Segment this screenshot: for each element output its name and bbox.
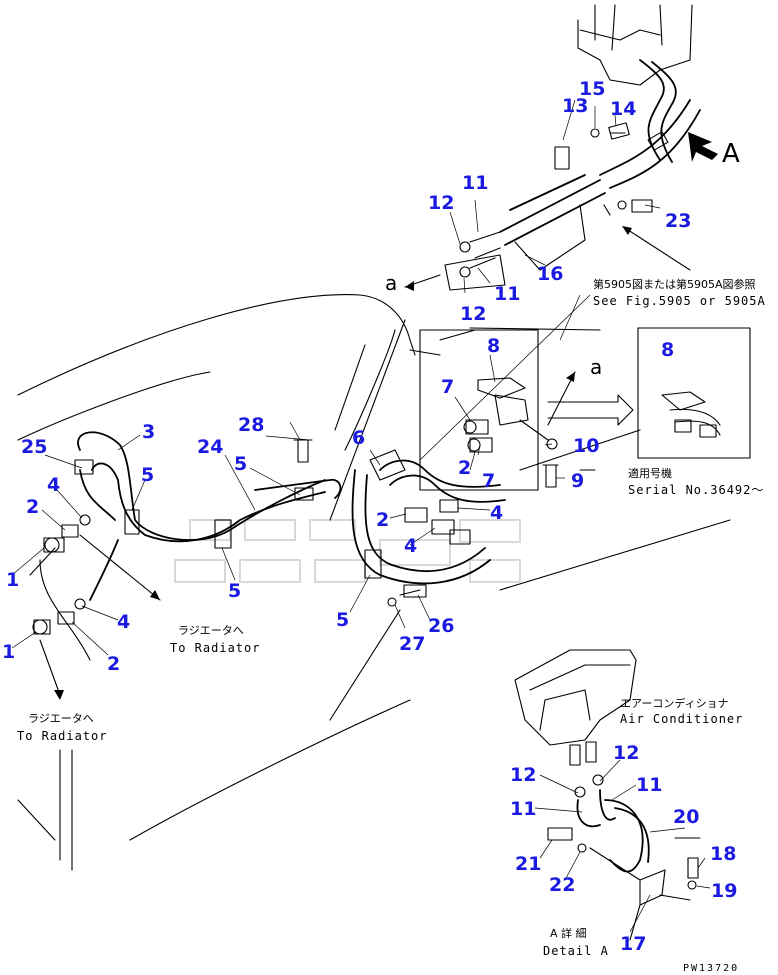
callout: 26	[428, 615, 454, 637]
section-marker-a: a	[590, 355, 602, 379]
callout: 17	[620, 933, 646, 955]
detail-note-jp: A 詳 細	[550, 926, 587, 940]
callout: 10	[573, 435, 599, 457]
view-direction-arrow	[688, 132, 718, 162]
callout: 5	[234, 453, 247, 475]
callout: 24	[197, 436, 223, 458]
callout: 7	[482, 470, 495, 492]
leader-lines	[11, 99, 711, 933]
aircon-note-en: Air Conditioner	[620, 712, 743, 726]
callout: 5	[228, 580, 241, 602]
detail-arrow	[547, 394, 634, 426]
left-hose-assembly	[29, 431, 342, 700]
callout: 12	[613, 742, 639, 764]
evaporator-unit-top	[577, 4, 701, 189]
callout: 14	[610, 98, 636, 120]
serial-note-jp: 適用号機	[628, 466, 672, 480]
callout: 11	[462, 172, 488, 194]
callout: 2	[458, 457, 471, 479]
section-marker-a: a	[385, 271, 397, 295]
valve-block-assembly	[351, 329, 596, 607]
radiator-note-en: To Radiator	[170, 641, 260, 655]
aircon-note-jp: エアーコンディショナ	[620, 696, 729, 710]
document-code: PW13720	[683, 963, 739, 974]
callout: 28	[238, 414, 264, 436]
callout: 4	[404, 535, 417, 557]
radiator-note-jp: ラジエータへ	[178, 624, 244, 637]
callout: 5	[141, 464, 154, 486]
callout: 15	[579, 78, 605, 100]
callout: 2	[26, 496, 39, 518]
callout: 12	[510, 764, 536, 786]
detail-note-en: Detail A	[543, 944, 609, 958]
callout: 8	[487, 335, 500, 357]
callout: 21	[515, 853, 541, 875]
callout: 1	[6, 569, 19, 591]
radiator-note-jp-2: ラジエータへ	[28, 712, 94, 725]
callout: 13	[562, 95, 588, 117]
callout: 4	[117, 611, 130, 633]
callout: 27	[399, 633, 425, 655]
callout: 16	[537, 263, 563, 285]
callout: 23	[665, 210, 691, 232]
callout: 12	[460, 303, 486, 325]
callout: 19	[711, 880, 737, 902]
callout: 9	[571, 470, 584, 492]
callout: 11	[494, 283, 520, 305]
radiator-note-en-2: To Radiator	[17, 729, 107, 743]
callout: 18	[710, 843, 736, 865]
callout: 2	[376, 509, 389, 531]
callout: 11	[510, 798, 536, 820]
callout: 1	[2, 641, 15, 663]
callout-numbers: 13 15 14 11 12 11 12 16 23 8 7 10 9 2 7 …	[2, 78, 737, 955]
callout: 20	[673, 806, 699, 828]
serial-note-en: Serial No.36492～	[628, 483, 764, 497]
view-marker-a: A	[722, 139, 740, 169]
detail-a-assembly	[514, 649, 701, 941]
ref-note-jp: 第5905図または第5905A図参照	[593, 277, 756, 291]
cab-outline	[17, 294, 731, 871]
callout: 22	[549, 874, 575, 896]
callout: 25	[21, 436, 47, 458]
serial-detail-box	[637, 327, 751, 459]
callout: 4	[490, 502, 503, 524]
ref-note-en: See Fig.5905 or 5905A	[593, 294, 766, 308]
callout: 8	[661, 339, 674, 361]
callout: 3	[142, 421, 155, 443]
callout: 4	[47, 474, 60, 496]
callout: 2	[107, 653, 120, 675]
callout: 5	[336, 609, 349, 631]
callout: 12	[428, 192, 454, 214]
callout: 6	[352, 427, 365, 449]
callout: 7	[441, 376, 454, 398]
callout: 11	[636, 774, 662, 796]
